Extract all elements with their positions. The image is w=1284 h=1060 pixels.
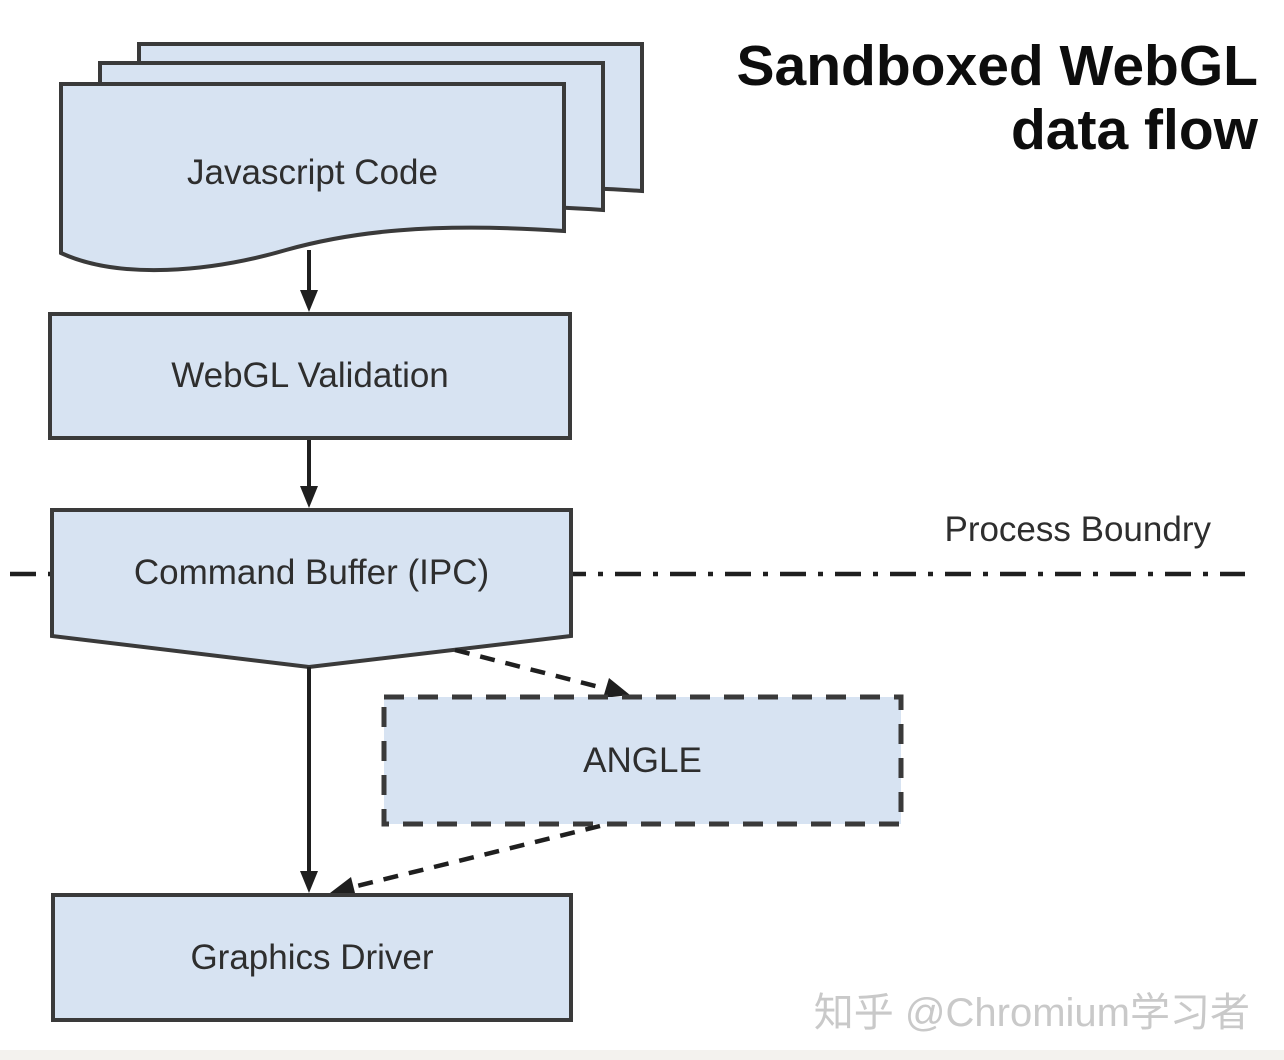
page-title-line2: data flow [1010, 98, 1258, 163]
arrowhead-buffer-to-driver [300, 871, 318, 893]
node-graphics-driver [51, 893, 573, 1022]
page-title-line1: Sandboxed WebGL [736, 34, 1259, 98]
dashed-arrow-angle-to-driver [352, 823, 601, 890]
node-angle [381, 694, 904, 827]
bottom-band [0, 1050, 1284, 1060]
node-command-buffer [50, 508, 573, 670]
dashed-arrow-buffer-to-angle [454, 647, 608, 692]
node-webgl-validation [48, 312, 572, 440]
arrowhead-validation-to-buffer [300, 486, 318, 508]
label-process-boundary: Process Boundry [944, 510, 1211, 549]
page-title: Sandboxed WebGL data flow [638, 34, 1259, 163]
arrowhead-js-to-validation [300, 290, 318, 312]
document-shape-javascript-code [59, 82, 566, 273]
watermark-text: 知乎 @Chromium学习者 [813, 991, 1250, 1035]
arrowhead-buffer-to-angle [603, 678, 630, 698]
arrowhead-angle-to-driver [330, 877, 356, 897]
